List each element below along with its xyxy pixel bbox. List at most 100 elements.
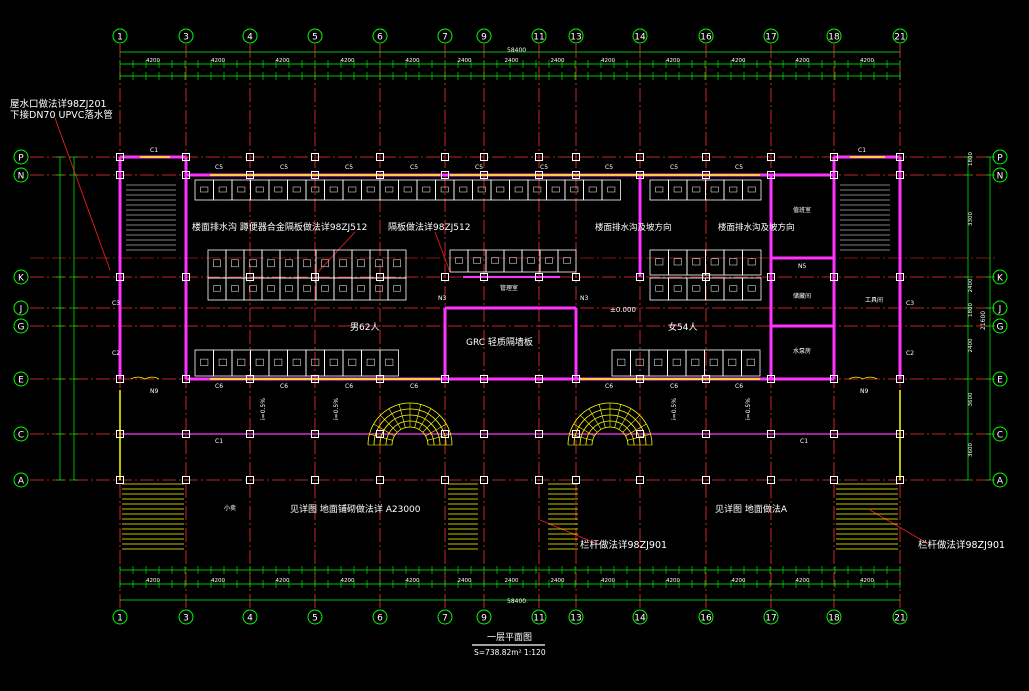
north-row-left-stall-19 xyxy=(546,179,566,201)
column xyxy=(311,476,319,484)
axis-label-N-right: N xyxy=(997,172,1004,182)
north-row-right-stall-2 xyxy=(686,179,706,201)
axis-label-K-left: K xyxy=(18,274,25,284)
spiral-stair-tread xyxy=(373,423,395,437)
drain-note-mid: 楼面排水沟及坡方向 xyxy=(595,222,672,233)
bay-dimension-bottom-0: 4200 xyxy=(146,578,160,584)
spiral-stair-tread xyxy=(398,404,406,428)
mid-row-left-upper-fixture-7 xyxy=(339,259,347,268)
column xyxy=(702,375,710,383)
north-row-right-fixture-3 xyxy=(710,186,719,193)
column xyxy=(572,430,580,438)
axis-bubble-3-bottom xyxy=(178,609,194,625)
axis-bubble-21-bottom xyxy=(892,609,908,625)
north-row-left-stall-9 xyxy=(361,179,381,201)
rain-outlet-note-2: 下接DN70 UPVC落水管 xyxy=(10,109,113,121)
axis-bubble-9-bottom xyxy=(476,609,492,625)
door-n5-label: N5 xyxy=(798,263,806,270)
north-row-left-stall-20 xyxy=(564,179,584,201)
column xyxy=(535,476,543,484)
south-row-left-fixture-5 xyxy=(292,358,301,366)
axis-label-P-left: P xyxy=(18,154,24,164)
axis-bubble-J-right xyxy=(992,300,1008,316)
axis-bubble-11-bottom xyxy=(531,609,547,625)
column xyxy=(535,171,543,179)
mid-row-right-upper-fixture-2 xyxy=(692,258,701,266)
axis-bubble-9-top xyxy=(476,28,492,44)
north-row-left-fixture-10 xyxy=(385,186,394,193)
spiral-stair-tread xyxy=(388,408,402,430)
mid-row-right-lower-fixture-3 xyxy=(710,285,719,292)
bay-dimension-8: 4200 xyxy=(601,58,615,64)
mid-row-center-fixture-6 xyxy=(563,257,571,264)
mid-row-center-fixture-5 xyxy=(545,257,553,264)
bay-dimension-bottom-9: 4200 xyxy=(666,578,680,584)
south-row-left-fixture-8 xyxy=(348,358,357,366)
bay-dimension-bottom-12: 4200 xyxy=(860,578,874,584)
south-row-right-fixture-0 xyxy=(617,358,626,366)
south-row-right-stall-3 xyxy=(667,349,687,377)
axis-bubble-11-top xyxy=(531,28,547,44)
axis-label-6-bottom: 6 xyxy=(377,614,383,624)
axis-label-4-bottom: 4 xyxy=(247,614,253,624)
south-row-left-fixture-9 xyxy=(366,358,375,366)
mid-row-left-upper-stall-0 xyxy=(207,249,227,279)
drawing-title: 一层平面图 xyxy=(487,632,532,643)
column xyxy=(830,153,838,161)
column xyxy=(535,273,543,281)
stair-note-right: 见详图 地面做法A xyxy=(715,503,788,515)
axis-label-E-right: E xyxy=(997,376,1003,386)
axis-label-14-top: 14 xyxy=(634,33,646,43)
north-row-left-fixture-3 xyxy=(255,186,264,193)
axis-bubble-C-right xyxy=(992,426,1008,442)
north-row-left-stall-8 xyxy=(342,179,362,201)
column xyxy=(376,171,384,179)
north-row-left-fixture-20 xyxy=(570,186,579,193)
window-label-c1-c-right: C1 xyxy=(800,438,808,445)
column xyxy=(311,153,319,161)
north-row-left-stall-12 xyxy=(416,179,436,201)
mid-row-left-upper-fixture-10 xyxy=(393,259,401,268)
bay-dimension-6: 2400 xyxy=(505,58,519,64)
window-label-c5-6: C5 xyxy=(540,164,548,171)
spiral-stair-tread xyxy=(573,423,595,437)
mid-row-right-upper-fixture-0 xyxy=(655,258,664,266)
column xyxy=(535,153,543,161)
column xyxy=(535,375,543,383)
axis-label-9-top: 9 xyxy=(481,33,487,43)
column xyxy=(830,476,838,484)
north-row-left-stall-11 xyxy=(398,179,418,201)
axis-bubble-J-left xyxy=(13,300,29,316)
leader-line-4 xyxy=(869,509,931,546)
column xyxy=(311,375,319,383)
south-row-left-stall-9 xyxy=(361,349,381,377)
window-label-c6-3: C6 xyxy=(345,383,353,390)
axis-bubble-P-left xyxy=(13,149,29,165)
window-label-c6-1: C6 xyxy=(215,383,223,390)
mid-row-left-upper-fixture-5 xyxy=(303,259,311,268)
window-label-c2-left: C2 xyxy=(112,350,120,357)
column xyxy=(767,273,775,281)
bay-dimension-texts: 4200420042004200420042004200420042004200… xyxy=(146,58,974,584)
south-row-right-fixture-6 xyxy=(728,358,737,366)
axis-bubble-13-top xyxy=(568,28,584,44)
drain-note-right: 楼面排水沟及坡方向 xyxy=(718,222,795,233)
north-row-left-fixture-14 xyxy=(459,186,468,193)
column xyxy=(441,430,449,438)
mid-row-left-upper-fixture-1 xyxy=(231,259,239,268)
column xyxy=(182,171,190,179)
north-row-left-fixture-4 xyxy=(274,186,283,193)
window-label-c6-6: C6 xyxy=(670,383,678,390)
south-row-left-fixture-4 xyxy=(274,358,283,366)
axis-bubble-17-top xyxy=(763,28,779,44)
axis-bubble-E-right xyxy=(992,371,1008,387)
column xyxy=(572,171,580,179)
column xyxy=(896,273,904,281)
north-row-left-fixture-17 xyxy=(514,186,523,193)
column xyxy=(636,375,644,383)
axis-bubble-A-right xyxy=(992,472,1008,488)
column xyxy=(896,430,904,438)
spiral-stair-arc xyxy=(591,426,629,446)
column xyxy=(767,153,775,161)
column xyxy=(376,430,384,438)
